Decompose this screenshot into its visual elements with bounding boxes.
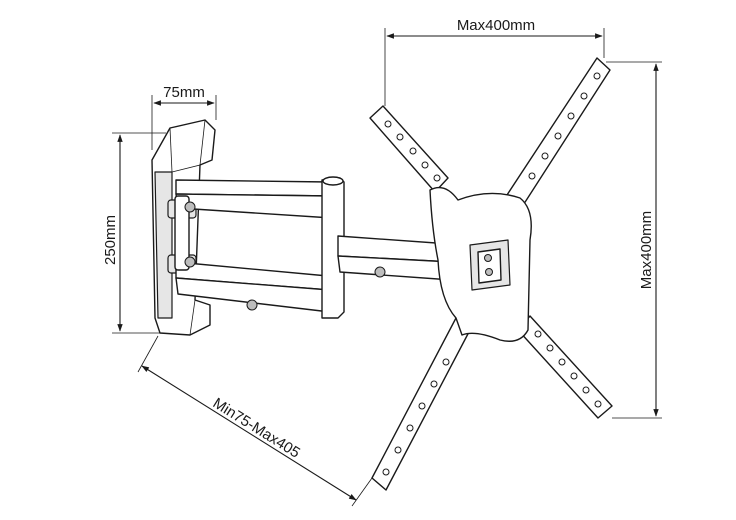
dim-vesa-height-label: Max400mm [638, 211, 655, 289]
dim-vesa-height: Max400mm [606, 61, 662, 419]
dim-vesa-width: Max400mm [384, 17, 605, 106]
dim-extension: Min75-Max405 [137, 335, 373, 507]
dim-75mm: 75mm [151, 84, 217, 150]
dim-vesa-width-label: Max400mm [457, 17, 535, 34]
dim-75mm-label: 75mm [163, 84, 205, 101]
dim-extension-label: Min75-Max405 [210, 395, 303, 462]
swing-arm [174, 176, 453, 319]
vesa-holes [382, 72, 602, 476]
dim-250mm: 250mm [102, 132, 166, 334]
dim-250mm-label: 250mm [102, 215, 119, 265]
